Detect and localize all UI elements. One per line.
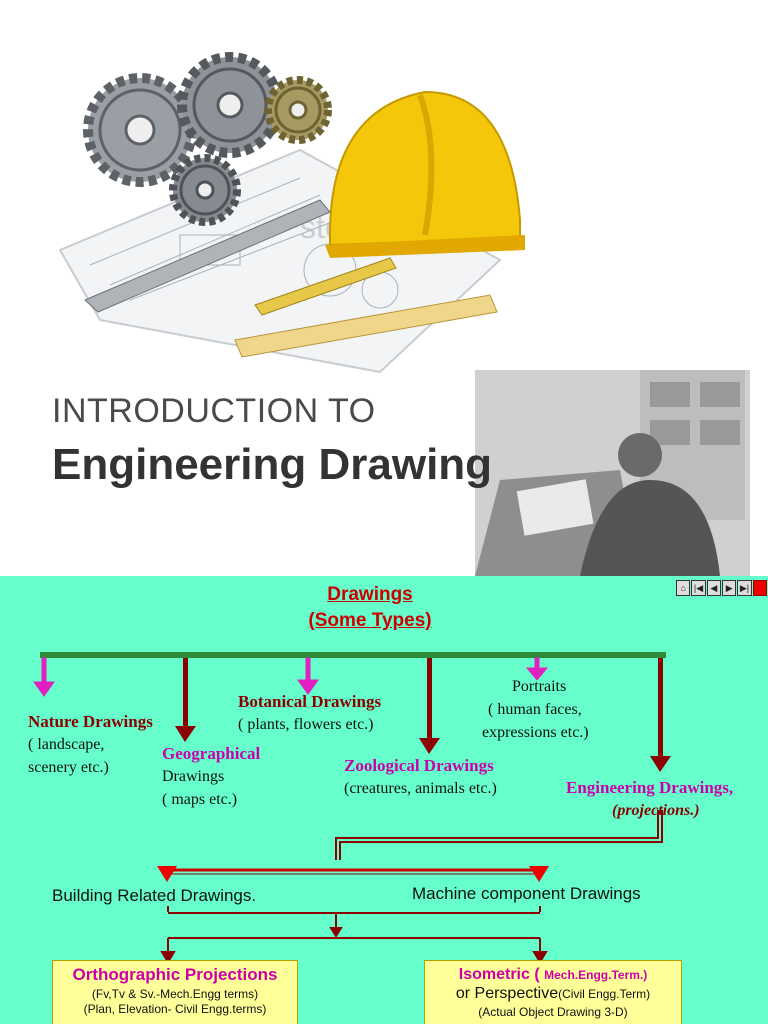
engineering-title: Engineering Drawings,	[566, 778, 734, 797]
botanical-title: Botanical Drawings	[238, 692, 382, 711]
ruler-icon	[234, 294, 498, 358]
machine-drawings-label: Machine component Drawings	[412, 884, 641, 903]
geographical-desc-1: Drawings	[162, 768, 225, 785]
orthographic-title: Orthographic Projections	[72, 965, 278, 984]
portraits-desc-2: expressions etc.)	[482, 724, 589, 741]
page-title: Engineering Drawing	[52, 440, 493, 489]
hard-hat-icon	[325, 90, 525, 258]
gear-icon	[177, 52, 283, 158]
next-slide-icon[interactable]: ▶	[721, 580, 737, 596]
isometric-title: Isometric (	[458, 966, 540, 983]
engineer-photo	[475, 370, 750, 576]
last-slide-icon[interactable]: ▶|	[737, 580, 752, 596]
building-drawings-label: Building Related Drawings.	[52, 886, 257, 905]
geographical-title: Geographical	[162, 744, 261, 763]
portraits-title: Portraits	[512, 678, 567, 695]
title-slide: stock	[52, 52, 750, 576]
nature-drawings-title: Nature Drawings	[28, 712, 153, 731]
botanical-desc: ( plants, flowers etc.)	[238, 716, 374, 733]
drawing-types-slide: ⌂ |◀ ◀ ▶ ▶| Drawings (Some Types)	[0, 576, 768, 1024]
exit-icon[interactable]	[752, 580, 767, 596]
slide-title: Drawings	[327, 584, 413, 605]
slide-navigation: ⌂ |◀ ◀ ▶ ▶|	[676, 580, 768, 596]
intro-text: INTRODUCTION TO	[52, 392, 376, 430]
isometric-desc: (Actual Object Drawing 3-D)	[478, 1005, 628, 1019]
zoological-desc: (creatures, animals etc.)	[344, 780, 497, 797]
portraits-desc-1: ( human faces,	[488, 701, 582, 718]
nature-drawings-desc-1: ( landscape,	[28, 736, 105, 753]
pencil-icon	[254, 257, 397, 316]
isometric-term: Mech.Engg.Term.)	[544, 968, 648, 982]
first-slide-icon[interactable]: |◀	[691, 580, 706, 596]
zoological-title: Zoological Drawings	[344, 756, 494, 775]
perspective-label: or Perspective	[455, 985, 559, 1002]
gear-icon	[169, 154, 241, 226]
engineering-desc: (projections.)	[612, 802, 700, 819]
orthographic-box: Orthographic Projections (Fv,Tv & Sv.-Me…	[52, 960, 298, 1024]
engineering-illustration: stock	[58, 52, 750, 576]
perspective-term: (Civil Engg.Term)	[558, 987, 651, 1001]
top-branch-line	[40, 652, 666, 658]
geographical-desc-2: ( maps etc.)	[162, 791, 238, 808]
tree-connectors	[33, 652, 671, 964]
nature-drawings-desc-2: scenery etc.)	[28, 759, 109, 776]
orthographic-desc-2: (Plan, Elevation- Civil Engg.terms)	[83, 1002, 267, 1016]
home-icon[interactable]: ⌂	[676, 580, 691, 596]
slide-subtitle: (Some Types)	[308, 610, 432, 631]
isometric-box: Isometric ( Mech.Engg.Term.) or Perspect…	[424, 960, 682, 1024]
previous-slide-icon[interactable]: ◀	[706, 580, 721, 596]
gear-icon	[264, 76, 332, 144]
gear-icon	[83, 73, 197, 187]
orthographic-desc-1: (Fv,Tv & Sv.-Mech.Engg terms)	[91, 987, 259, 1001]
